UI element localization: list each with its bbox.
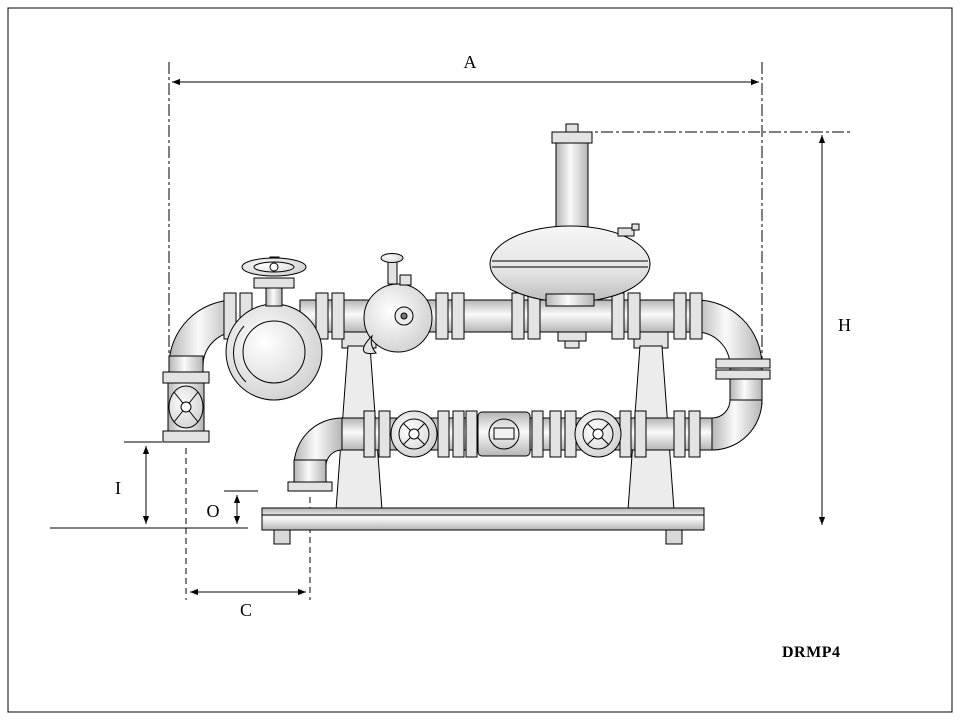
dim-o-label: O: [207, 501, 220, 521]
upper-flange: [611, 292, 625, 340]
lower-flange: [452, 410, 465, 458]
pump-casing-inner: [242, 320, 306, 384]
sight-glass: [477, 411, 531, 457]
handwheel-hub: [269, 262, 279, 272]
lower-flange: [363, 410, 376, 458]
lower-flange: [549, 410, 562, 458]
inline-pump-plug: [399, 274, 412, 286]
dome-side-fitting-plug: [631, 223, 640, 231]
butterfly-valve-left: [390, 410, 438, 458]
drain-stub-pipe: [293, 459, 327, 485]
upper-flange: [511, 292, 525, 340]
left-inlet-piping: [162, 299, 236, 443]
dimension-i: I: [115, 441, 162, 524]
upper-flange: [673, 292, 687, 340]
base-foot-right: [665, 529, 683, 545]
right-lower-elbow: [711, 399, 763, 451]
upper-flange: [331, 292, 345, 340]
dimension-h: H: [818, 135, 851, 525]
base-skid: [261, 507, 705, 545]
valve-neck: [265, 285, 283, 307]
regulator-body-neck: [545, 293, 595, 307]
lower-flange: [634, 410, 647, 458]
meter-bottom-flange: [162, 430, 210, 443]
lower-flange: [531, 410, 544, 458]
base-plate: [261, 507, 705, 531]
dim-i-label: I: [115, 478, 121, 498]
upper-flange: [435, 292, 449, 340]
upper-flange: [315, 292, 329, 340]
inline-pump-tail: [363, 334, 377, 355]
lower-flange: [564, 410, 577, 458]
check-valve-meter: [168, 385, 204, 429]
handwheel-inner: [253, 261, 295, 273]
pump-casing: [225, 303, 323, 401]
butterfly-valve-right: [574, 410, 622, 458]
vent-stack-plug: [565, 123, 579, 133]
dim-a-label: A: [464, 52, 477, 72]
valve-bonnet-flange: [253, 277, 295, 289]
inline-pump-body: [363, 253, 433, 355]
upper-flange: [451, 292, 465, 340]
right-return-piping: [695, 299, 771, 451]
upper-flange: [689, 292, 703, 340]
pump-cutwater: [233, 325, 247, 383]
dimension-o: O: [207, 490, 258, 524]
model-label: DRMP4: [782, 644, 840, 661]
dimension-a: A: [172, 52, 759, 86]
lower-flange: [465, 410, 478, 458]
dimension-c: C: [190, 588, 306, 620]
union-flange-lower: [715, 369, 771, 380]
lower-flange: [673, 410, 686, 458]
dimension-extension-lines: [168, 62, 852, 600]
lower-flange: [688, 410, 701, 458]
regulator-bottom-flange: [557, 331, 587, 342]
dim-c-label: C: [240, 600, 252, 620]
pilot-stem: [387, 261, 398, 285]
regulator-bottom-plug: [564, 340, 580, 349]
pump-volute: [225, 303, 323, 401]
lower-flange: [437, 410, 450, 458]
meter-top-flange: [162, 371, 210, 384]
drain-flange: [287, 481, 333, 492]
base-foot-left: [273, 529, 291, 545]
upper-flange: [627, 292, 641, 340]
lower-flange: [619, 410, 632, 458]
vent-stack-cap: [551, 131, 593, 144]
dome-side-fitting: [617, 227, 635, 237]
vent-stack: [555, 142, 589, 236]
lower-pipe-run: [287, 410, 715, 492]
pilot-handle: [380, 253, 404, 263]
gate-valve-handwheel: [241, 256, 307, 307]
left-vertical-pipe: [168, 355, 204, 375]
regulator-dome: [489, 225, 651, 303]
union-flange-upper: [715, 358, 771, 369]
lower-flange: [378, 410, 391, 458]
page-border-frame: [7, 7, 953, 713]
pressure-regulator: [489, 123, 651, 349]
inline-pump-hub-dot: [400, 312, 408, 320]
dim-h-label: H: [838, 315, 851, 335]
upper-flange: [527, 292, 541, 340]
